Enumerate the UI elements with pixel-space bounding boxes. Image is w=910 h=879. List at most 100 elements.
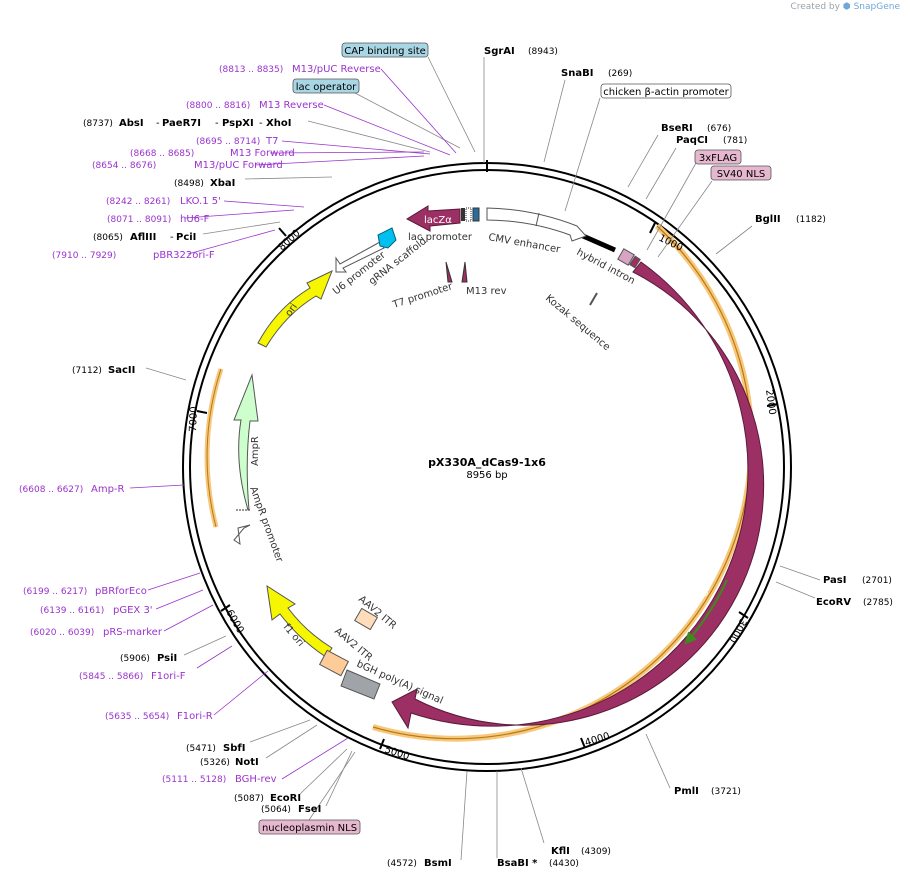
primer-range: (8695 .. 8714) xyxy=(196,137,260,147)
aav2-itr-1-feature xyxy=(354,607,378,631)
enzyme-position: (676) xyxy=(707,124,731,134)
snapgene-logo: ⬢ xyxy=(842,2,851,12)
cmv-divider xyxy=(535,212,540,227)
primer-name: pGEX 3' xyxy=(113,605,153,616)
enzyme-position: (5471) xyxy=(186,744,216,754)
lacz-label: lacZα xyxy=(424,215,452,226)
enzyme-position: (8737) xyxy=(83,119,113,129)
primer-range: (8813 .. 8835) xyxy=(219,65,283,75)
enzyme-position: (8498) xyxy=(174,179,204,189)
ampr-promoter-feature xyxy=(233,524,251,546)
cas9-feature xyxy=(391,261,765,730)
primer-range: (5111 .. 5128) xyxy=(162,775,226,785)
primer-name: BGH-rev xyxy=(235,774,277,785)
lacz-feature xyxy=(405,205,461,232)
enzyme-name-extra: XhoI xyxy=(266,118,291,129)
enzyme-position: (8943) xyxy=(528,47,558,57)
enzyme-position: (8065) xyxy=(93,233,123,243)
enzyme-position: (4309) xyxy=(581,847,611,857)
enzyme-position: (5906) xyxy=(120,654,150,664)
tick-8000: 8000 xyxy=(277,228,303,253)
primer-range: (6139 .. 6161) xyxy=(40,606,104,616)
primer-range: (8242 .. 8261) xyxy=(106,197,170,207)
primer-range: (5635 .. 5654) xyxy=(105,712,169,722)
cmv-enhancer-label: CMV enhancer xyxy=(487,232,561,256)
kozak-label: Kozak sequence xyxy=(543,293,612,353)
credit-prefix: Created by xyxy=(790,2,840,12)
enzyme-name: BseRI xyxy=(661,123,693,134)
flag-box-label: 3xFLAG xyxy=(699,153,737,164)
enzyme-name: FseI xyxy=(298,804,321,815)
f1-ori-feature xyxy=(266,584,333,658)
sv40-feature xyxy=(629,255,641,269)
enzyme-sep: - xyxy=(170,232,174,243)
lac-promoter-label: lac promoter xyxy=(408,232,473,243)
primer-range: (7910 .. 7929) xyxy=(52,251,116,261)
primer-name: M13/pUC Forward xyxy=(194,160,283,171)
enzyme-name-extra: PaeR7I xyxy=(162,118,201,129)
sv40-box-label: SV40 NLS xyxy=(717,169,766,180)
orange-band-left-core xyxy=(206,368,222,528)
m13-rev-label: M13 rev xyxy=(466,286,507,297)
ampr-promoter-label: AmpR promoter xyxy=(247,485,285,564)
primer-range: (8071 .. 8091) xyxy=(107,215,171,225)
lacz-box-2 xyxy=(465,207,472,222)
enzyme-name: PmlI xyxy=(674,786,699,797)
primer-name: pRS-marker xyxy=(103,627,163,638)
primer-range: (8668 .. 8685) xyxy=(130,149,194,159)
enzyme-name: KflI xyxy=(551,846,570,857)
primer-name: M13/pUC Reverse xyxy=(292,64,381,75)
primer-name: M13 Reverse xyxy=(259,100,324,111)
enzyme-position: (5326) xyxy=(200,758,230,768)
snapgene-credit: Created by ⬢ SnapGene xyxy=(790,2,900,12)
enzyme-name: SnaBI xyxy=(561,68,593,79)
tick-3000: 3000 xyxy=(726,617,748,645)
enzyme-name: PasI xyxy=(823,575,846,586)
ampr-feature xyxy=(233,373,259,511)
enzyme-name: SbfI xyxy=(223,743,245,754)
enzyme-name: BsaBI * xyxy=(497,858,538,869)
enzyme-name: XbaI xyxy=(210,178,235,189)
primer-name: LKO.1 5' xyxy=(180,196,221,207)
lacz-box-3 xyxy=(472,207,480,222)
tick-6000: 6000 xyxy=(223,608,245,636)
lacz-box-1 xyxy=(461,208,465,221)
primer-name: F1ori-F xyxy=(151,671,186,682)
enzyme-position: (1182) xyxy=(796,215,826,225)
kozak-feature xyxy=(589,292,598,306)
primer-name: F1ori-R xyxy=(177,711,213,722)
flag-feature xyxy=(617,248,635,266)
primer-name: pBRforEco xyxy=(95,586,147,597)
enzyme-position: (7112) xyxy=(72,366,102,376)
primer-range: (8800 .. 8816) xyxy=(186,101,250,111)
enzyme-name-extra: PspXI xyxy=(222,118,254,129)
enzyme-position: (3721) xyxy=(711,787,741,797)
ori-feature xyxy=(257,269,333,348)
enzyme-position: (2785) xyxy=(863,598,893,608)
bgh-polya-feature xyxy=(340,669,381,700)
primer-range: (8654 .. 8676) xyxy=(92,161,156,171)
primer-name: T7 xyxy=(265,136,278,147)
plasmid-length: 8956 bp xyxy=(466,470,507,481)
primer-name: hU6-F xyxy=(180,214,210,225)
position-ticks xyxy=(196,160,779,750)
lac-operator-box xyxy=(292,78,360,94)
flag-box xyxy=(694,149,742,165)
cap-site-box xyxy=(341,42,429,58)
enzyme-name: EcoRV xyxy=(816,597,851,608)
enzyme-name: SacII xyxy=(108,365,135,376)
primer-leaders xyxy=(129,68,457,780)
tick-7000: 7000 xyxy=(188,406,200,432)
sv40-box xyxy=(710,165,772,181)
enzyme-name: EcoRI xyxy=(270,793,301,804)
enzyme-position: (2701) xyxy=(862,576,892,586)
enzyme-position: (5087) xyxy=(234,794,264,804)
tick-2000: 2000 xyxy=(763,389,777,416)
enzyme-sep: - xyxy=(156,118,160,129)
u6-promoter-feature xyxy=(335,241,385,273)
enzyme-name: NotI xyxy=(235,757,259,768)
m13-rev-feature xyxy=(461,261,468,283)
enzyme-name: PsiI xyxy=(157,653,177,664)
enzyme-sep: - xyxy=(215,118,219,129)
